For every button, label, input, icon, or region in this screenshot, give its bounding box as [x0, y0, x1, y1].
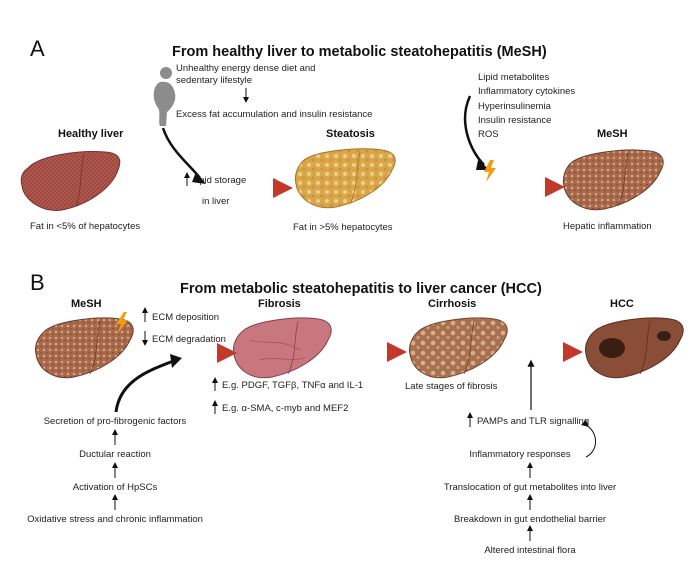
panel-a-title: From healthy liver to metabolic steatohe…: [172, 44, 547, 60]
right-chain-inflammatory: Inflammatory responses: [469, 449, 571, 460]
right-chain-breakdown: Breakdown in gut endothelial barrier: [453, 514, 607, 525]
stage-fibrosis: Fibrosis: [258, 298, 301, 310]
lightning-icon-b: [116, 312, 128, 334]
liver-mesh-b: [35, 317, 134, 379]
fibrosis-factors-2: E.g. α-SMA, c-myb and MEF2: [222, 403, 349, 414]
lightning-icon-a: [484, 160, 496, 182]
ecm-deposition: ECM deposition: [152, 312, 220, 323]
left-chain-ductular: Ductular reaction: [79, 449, 151, 460]
in-liver-label: in liver: [202, 196, 230, 207]
liver-steatosis: [294, 148, 396, 209]
caption-steatosis: Fat in >5% hepatocytes: [293, 222, 393, 233]
cause-diet: Unhealthy energy dense diet and: [176, 63, 316, 74]
cause-effect: Excess fat accumulation and insulin resi…: [176, 109, 373, 120]
left-chain-oxidative: Oxidative stress and chronic inflammatio…: [27, 514, 203, 525]
loop-arrow-inflammatory: [583, 423, 596, 458]
factor-inflammatory-cytokines: Inflammatory cytokines: [478, 86, 576, 97]
liver-hcc: [585, 317, 684, 379]
panel-a-letter: A: [30, 36, 45, 61]
stage-healthy-liver: Healthy liver: [58, 128, 124, 140]
liver-fibrosis: [233, 317, 332, 379]
panel-b-letter: B: [30, 270, 45, 295]
liver-cirrhosis: [409, 317, 508, 379]
cirrhosis-caption: Late stages of fibrosis: [405, 381, 498, 392]
stage-mesh-a: MeSH: [597, 128, 628, 140]
left-chain-hpscs: Activation of HpSCs: [72, 482, 158, 493]
liver-mesh-a: [562, 149, 664, 211]
left-chain-secretion: Secretion of pro-fibrogenic factors: [43, 416, 187, 427]
stage-cirrhosis: Cirrhosis: [428, 298, 477, 310]
person-icon: [153, 67, 176, 126]
ecm-degradation: ECM degradation: [152, 334, 226, 345]
curved-arrow-secretion-head: [170, 354, 182, 368]
curved-arrow-cause: [161, 127, 201, 179]
lipid-storage-label: lipid storage: [195, 175, 247, 186]
fibrosis-factors-1: E.g. PDGF, TGFβ, TNFα and IL-1: [222, 380, 364, 391]
stage-hcc: HCC: [610, 298, 634, 310]
factor-lipid-metabolites: Lipid metabolites: [478, 72, 550, 83]
loop-arrow-head: [581, 420, 589, 427]
right-chain-flora: Altered intestinal flora: [484, 545, 576, 556]
stage-steatosis: Steatosis: [326, 128, 375, 140]
cause-lifestyle: sedentary lifestyle: [176, 75, 253, 86]
caption-healthy: Fat in <5% of hepatocytes: [30, 221, 141, 232]
factor-ros: ROS: [478, 129, 499, 140]
caption-mesh: Hepatic inflammation: [563, 221, 652, 232]
curved-arrow-cause-head: [192, 172, 206, 184]
panel-b-title: From metabolic steatohepatitis to liver …: [180, 281, 542, 297]
factor-insulin-resistance: Insulin resistance: [478, 115, 552, 126]
right-chain-translocation: Translocation of gut metabolites into li…: [443, 482, 617, 493]
right-chain-pamps: PAMPs and TLR signalling: [477, 416, 590, 427]
curved-arrow-factors: [463, 95, 485, 166]
stage-mesh-b: MeSH: [71, 298, 102, 310]
factor-hyperinsulinemia: Hyperinsulinemia: [478, 101, 551, 112]
liver-healthy: [20, 151, 121, 211]
curved-arrow-secretion: [114, 358, 177, 413]
